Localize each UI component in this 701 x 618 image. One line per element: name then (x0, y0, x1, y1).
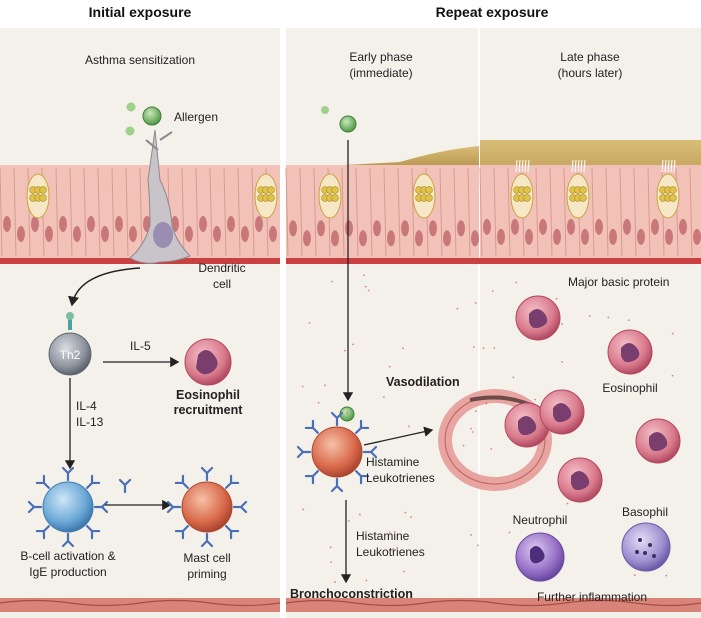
header-repeat-exposure: Repeat exposure (436, 4, 549, 20)
panel-initial (0, 28, 280, 618)
arrow-mast-to-vessel (363, 426, 434, 446)
label-eosinophil-recruitment: Eosinophil (176, 388, 240, 402)
subheader-early-phase: Early phase (349, 50, 413, 64)
label-leukotrienes-airway: Leukotrienes (356, 545, 425, 559)
basement-repeat (286, 258, 701, 264)
arrow-dendritic-to-th2 (68, 267, 141, 307)
label-basophil: Basophil (622, 505, 668, 519)
label-neutrophil: Neutrophil (513, 513, 568, 527)
label-ige-production: IgE production (29, 565, 106, 579)
label-recruitment: recruitment (174, 403, 244, 417)
dendritic-cell (129, 129, 191, 264)
label-allergen: Allergen (174, 110, 218, 124)
th2-cell (48, 312, 92, 376)
label-dendritic: Dendritic (198, 261, 245, 275)
label-il4: IL-4 (76, 399, 97, 413)
eosinophil-recruited (184, 338, 232, 386)
mucus-early (286, 146, 479, 168)
label-th2: Th2 (60, 348, 81, 362)
neutrophil (515, 532, 565, 582)
label-leukotrienes-vessel: Leukotrienes (366, 471, 435, 485)
b-cell (27, 466, 109, 548)
label-mast-cell: Mast cell (183, 551, 230, 565)
label-vasodilation: Vasodilation (386, 375, 460, 389)
smooth-muscle (0, 598, 701, 612)
mast-cell-activated (296, 411, 378, 493)
epithelium (0, 159, 701, 258)
mast-cell-primed (166, 466, 248, 548)
subheader-early-phase-note: (immediate) (349, 66, 412, 80)
label-il5: IL-5 (130, 339, 151, 353)
label-eosinophil: Eosinophil (602, 381, 657, 395)
header-initial-exposure: Initial exposure (89, 4, 192, 20)
subheader-late-phase: Late phase (560, 50, 620, 64)
label-histamine-airway: Histamine (356, 529, 410, 543)
basophil (621, 522, 671, 572)
free-antibody (118, 478, 132, 494)
label-priming: priming (187, 567, 226, 581)
label-major-basic-protein: Major basic protein (568, 275, 669, 289)
label-histamine-vessel: Histamine (366, 455, 420, 469)
label-il13: IL-13 (76, 415, 104, 429)
late-eosinophils (504, 295, 681, 503)
label-bronchoconstriction: Bronchoconstriction (290, 587, 413, 601)
label-further-inflammation: Further inflammation (537, 590, 647, 604)
label-dendritic-cell: cell (213, 277, 231, 291)
subheader-asthma-sensitization: Asthma sensitization (85, 53, 195, 67)
allergen-particles (125, 102, 357, 422)
label-bcell-activation: B-cell activation & (20, 549, 115, 563)
subheader-late-phase-note: (hours later) (558, 66, 623, 80)
